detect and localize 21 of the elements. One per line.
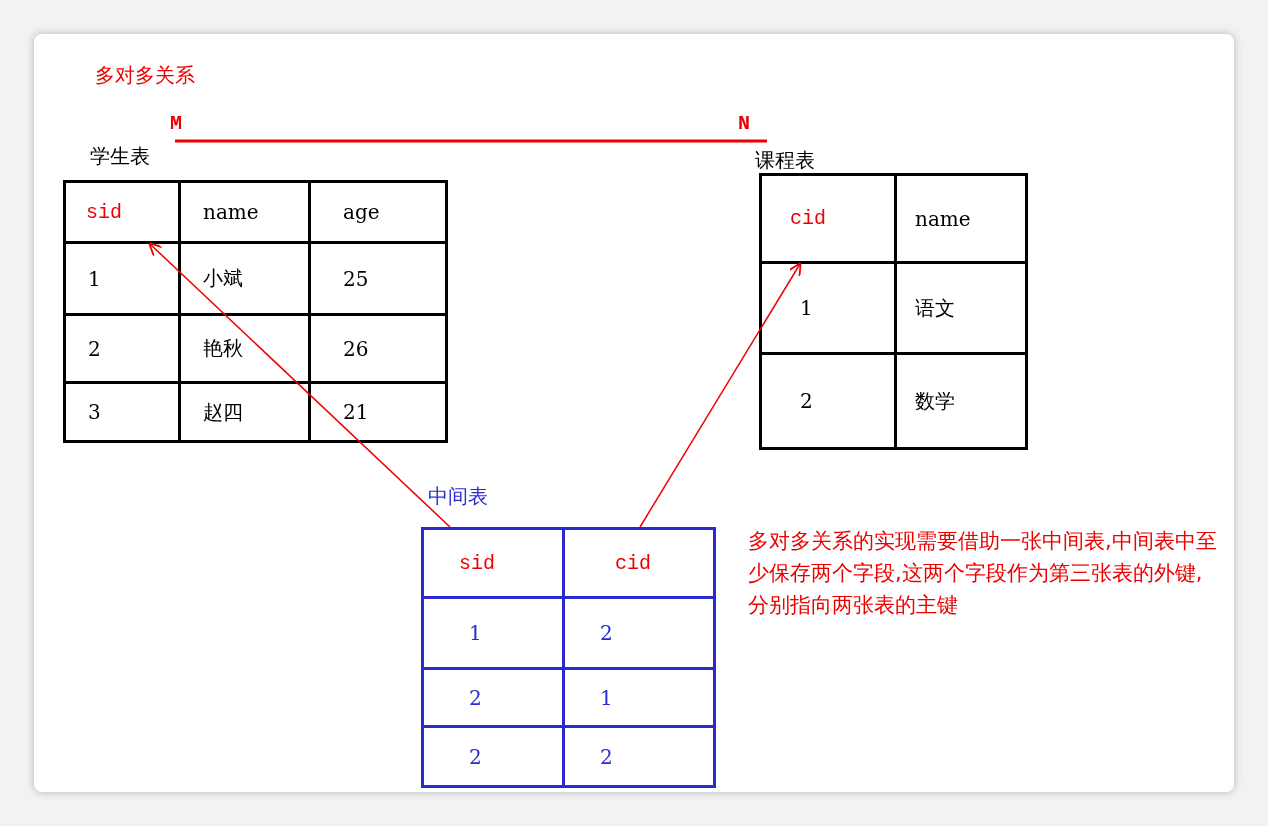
column-header: cid [759,173,897,264]
column-header: sid [421,527,565,599]
table-cell: age [308,180,448,244]
table-title: 学生表 [90,143,150,170]
table-title: 课程表 [755,147,815,174]
column-header: cid [562,527,716,599]
cardinality-label: M [170,112,182,135]
arrow [639,262,802,528]
table-cell: name [894,173,1028,264]
arrow [148,242,451,528]
table-cell: 3 [63,381,181,443]
title: 多对多关系 [95,62,195,89]
note: 多对多关系的实现需要借助一张中间表,中间表中至少保存两个字段,这两个字段作为第三张表的外键,分别指向两张表的主键 [748,528,1218,619]
table-cell: 数学 [894,352,1028,450]
cardinality-label: N [738,112,750,135]
table-cell: 2 [759,352,897,450]
table-cell: 21 [308,381,448,443]
table-title: 中间表 [428,483,488,510]
table-cell: 2 [562,725,716,788]
table-cell: 2 [421,725,565,788]
column-header: sid [63,180,181,244]
